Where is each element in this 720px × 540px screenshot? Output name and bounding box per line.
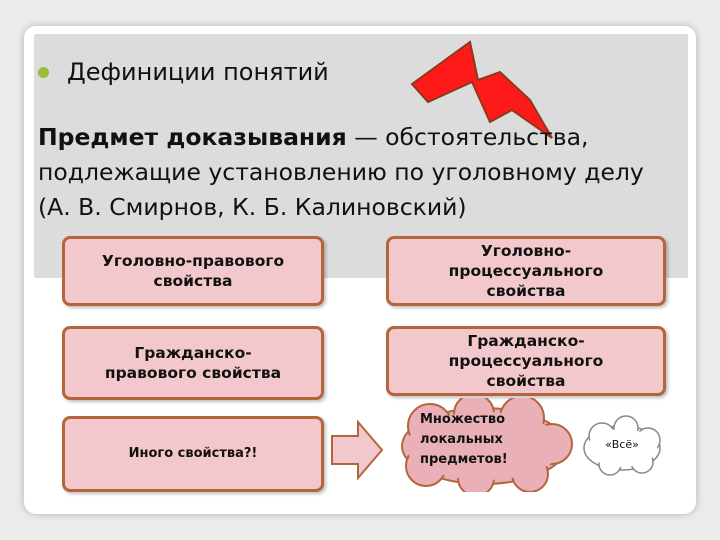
box-line: Уголовно- — [480, 242, 572, 260]
small-cloud-shape — [583, 415, 661, 476]
cloud-line: Множество — [420, 412, 506, 427]
box-civil-procedure: Гражданско- процессуального свойства — [386, 326, 666, 396]
box-line: процессуального — [448, 352, 604, 370]
right-arrow-icon — [331, 420, 384, 480]
box-line: Гражданско- — [467, 332, 585, 350]
box-criminal-procedure: Уголовно- процессуального свойства — [386, 236, 666, 306]
box-other: Иного свойства?! — [62, 416, 324, 492]
box-criminal-law: Уголовно-правового свойства — [62, 236, 324, 306]
bullet-line: Дефиниции понятий — [38, 56, 329, 88]
cloud-small-text: «Всё» — [605, 438, 639, 451]
lightning-icon — [410, 40, 553, 139]
box-line: свойства — [153, 272, 233, 290]
cloud-main-text: Множество локальных предметов! — [420, 410, 550, 470]
box-line: процессуального — [448, 262, 604, 280]
definition-term: Предмет доказывания — [38, 123, 347, 151]
box-line: Гражданско- — [134, 344, 252, 362]
box-line: свойства — [486, 282, 566, 300]
box-line: свойства — [486, 372, 566, 390]
box-line: Иного свойства?! — [128, 446, 258, 461]
box-line: правового свойства — [104, 364, 282, 382]
box-line: Уголовно-правового — [101, 252, 285, 270]
box-civil-law: Гражданско- правового свойства — [62, 326, 324, 400]
bullet-dot-icon — [38, 66, 49, 78]
cloud-shape — [401, 398, 573, 492]
cloud-line: локальных — [420, 432, 503, 447]
cloud-line: предметов! — [420, 452, 508, 467]
bullet-text: Дефиниции понятий — [67, 58, 329, 86]
definition-text: Предмет доказывания — обстоятельства, по… — [38, 120, 678, 225]
definition-body: — обстоятельства, подлежащие установлени… — [38, 123, 644, 221]
